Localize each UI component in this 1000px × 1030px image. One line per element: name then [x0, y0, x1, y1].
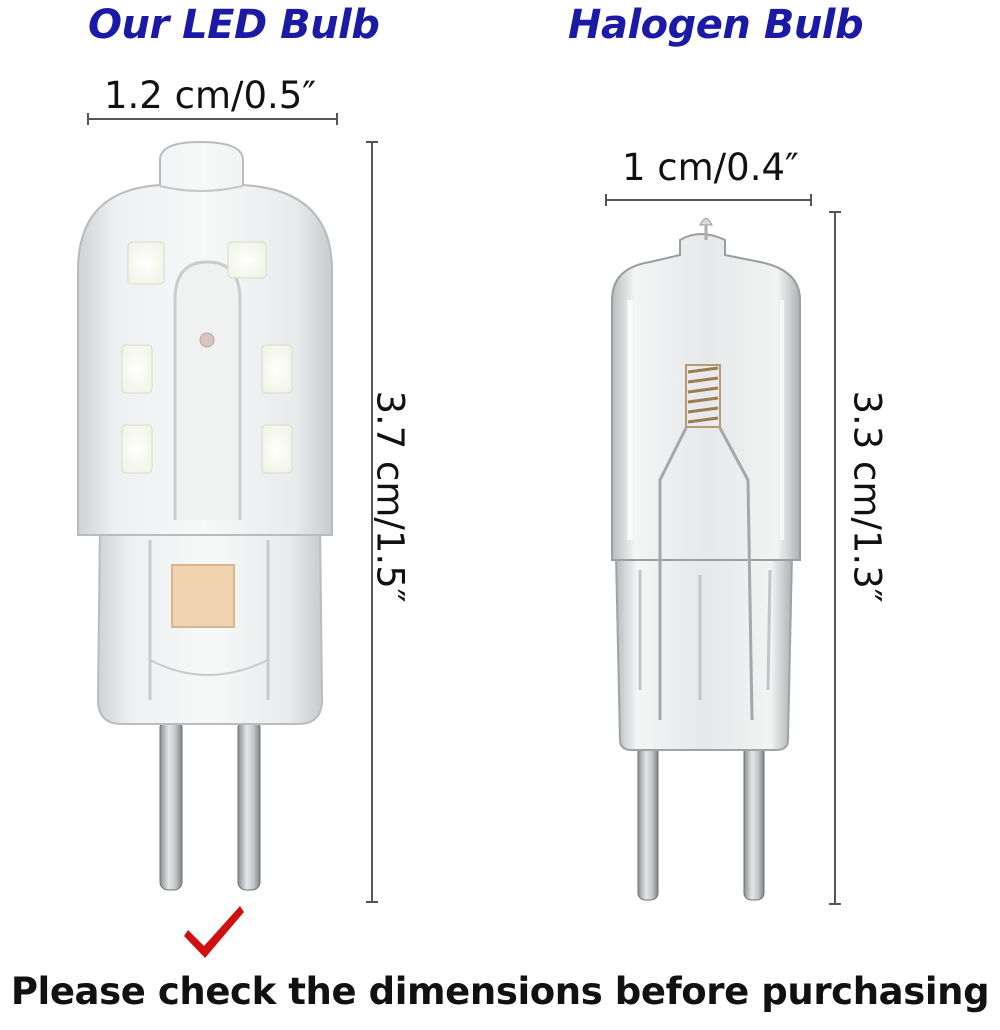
- halogen-bulb-title: Halogen Bulb: [568, 2, 864, 48]
- led-width-dimension-line: [87, 113, 338, 125]
- purchase-note: Please check the dimensions before purch…: [10, 970, 990, 1013]
- halogen-height-dimension-line: [829, 211, 841, 905]
- check-mark-icon: [184, 906, 244, 958]
- halogen-width-dimension-line: [605, 194, 812, 206]
- halogen-width-label: 1 cm/0.4″: [622, 146, 799, 189]
- halogen-bulb-image: [611, 218, 801, 901]
- led-bulb-title: Our LED Bulb: [88, 2, 380, 48]
- led-height-dimension-line: [366, 141, 378, 903]
- led-bulb-image: [77, 140, 333, 891]
- led-width-label: 1.2 cm/0.5″: [104, 74, 317, 117]
